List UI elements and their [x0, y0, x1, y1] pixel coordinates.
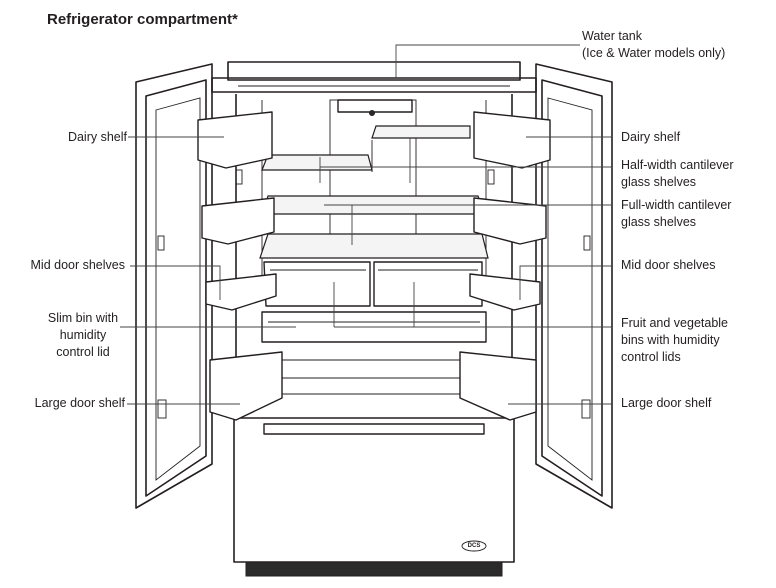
half-width-shelves [261, 125, 471, 172]
left-door [135, 63, 243, 509]
brand-logo: DCS [467, 543, 481, 549]
callout-dairy-shelf-right: Dairy shelf [621, 130, 681, 144]
left-door-bins [197, 111, 283, 421]
callout-large-door-right: Large door shelf [621, 396, 712, 410]
callout-half-width-shelves: Half-width cantilever glass shelves [621, 158, 734, 189]
callout-water-tank: Water tank (Ice & Water models only) [582, 29, 726, 60]
callout-mid-door-left: Mid door shelves [30, 258, 126, 272]
leader-lines [120, 44, 612, 405]
callout-fruit-vegetable-bins: Fruit and vegetable bins with humidity c… [621, 316, 729, 364]
freezer-drawer [233, 417, 515, 577]
callout-large-door-left: Large door shelf [34, 396, 125, 410]
callout-mid-door-right: Mid door shelves [621, 258, 716, 272]
callout-slim-bin: Slim bin with humidity control lid [47, 311, 119, 359]
slim-bin [261, 311, 487, 395]
crisper-bins [263, 261, 483, 307]
callout-dairy-shelf-left: Dairy shelf [67, 130, 127, 144]
right-door-bins [459, 111, 551, 421]
right-door [487, 63, 613, 509]
cabinet-top [211, 61, 537, 93]
diagram-title: Refrigerator compartment* [47, 11, 238, 28]
callout-full-width-shelves: Full-width cantilever glass shelves [621, 198, 732, 229]
